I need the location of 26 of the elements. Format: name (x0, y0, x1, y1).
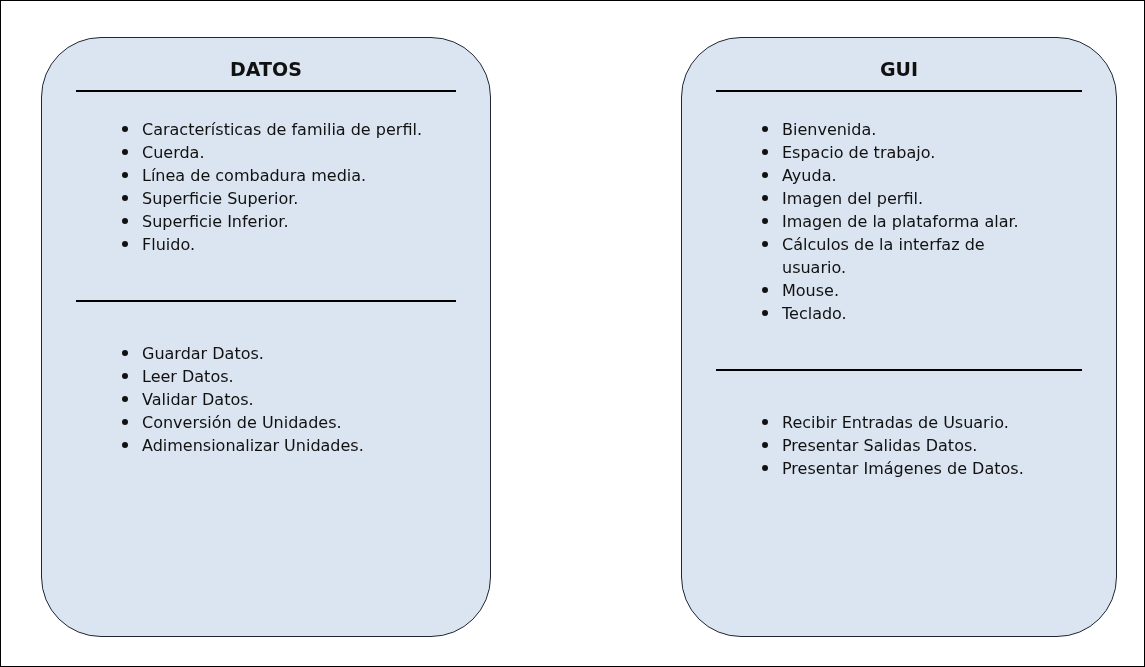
list-item: Imagen de la plataforma alar. (782, 212, 1019, 231)
list-item: Línea de combadura media. (142, 166, 367, 185)
list-item: Recibir Entradas de Usuario. (782, 413, 1009, 432)
list-item: Ayuda. (782, 166, 837, 185)
list-item: Superficie Inferior. (142, 212, 289, 231)
list-item: Leer Datos. (142, 367, 234, 386)
box-heading: DATOS (229, 57, 303, 82)
list-item: Validar Datos. (142, 390, 254, 409)
list-item: Guardar Datos. (142, 344, 264, 363)
rounded-box (41, 37, 491, 637)
list-item: Teclado. (782, 304, 847, 323)
list-item: Mouse. (782, 281, 839, 300)
list-item: Cuerda. (142, 143, 205, 162)
rounded-box (681, 37, 1117, 637)
list-item: Superficie Superior. (142, 189, 299, 208)
box-heading: GUI (878, 57, 920, 82)
list-item: Características de familia de perfil. (142, 120, 422, 139)
list-item: Imagen del perfil. (782, 189, 924, 208)
list-item: Espacio de trabajo. (782, 143, 936, 162)
list-item: Fluido. (142, 235, 195, 254)
list-item: Conversión de Unidades. (142, 413, 342, 432)
list-item: Cálculos de la interfaz de usuario. (782, 235, 985, 277)
list-item: Presentar Imágenes de Datos. (782, 459, 1024, 478)
list-item: Adimensionalizar Unidades. (142, 436, 364, 455)
list-item: Presentar Salidas Datos. (782, 436, 978, 455)
list-item: Bienvenida. (782, 120, 877, 139)
